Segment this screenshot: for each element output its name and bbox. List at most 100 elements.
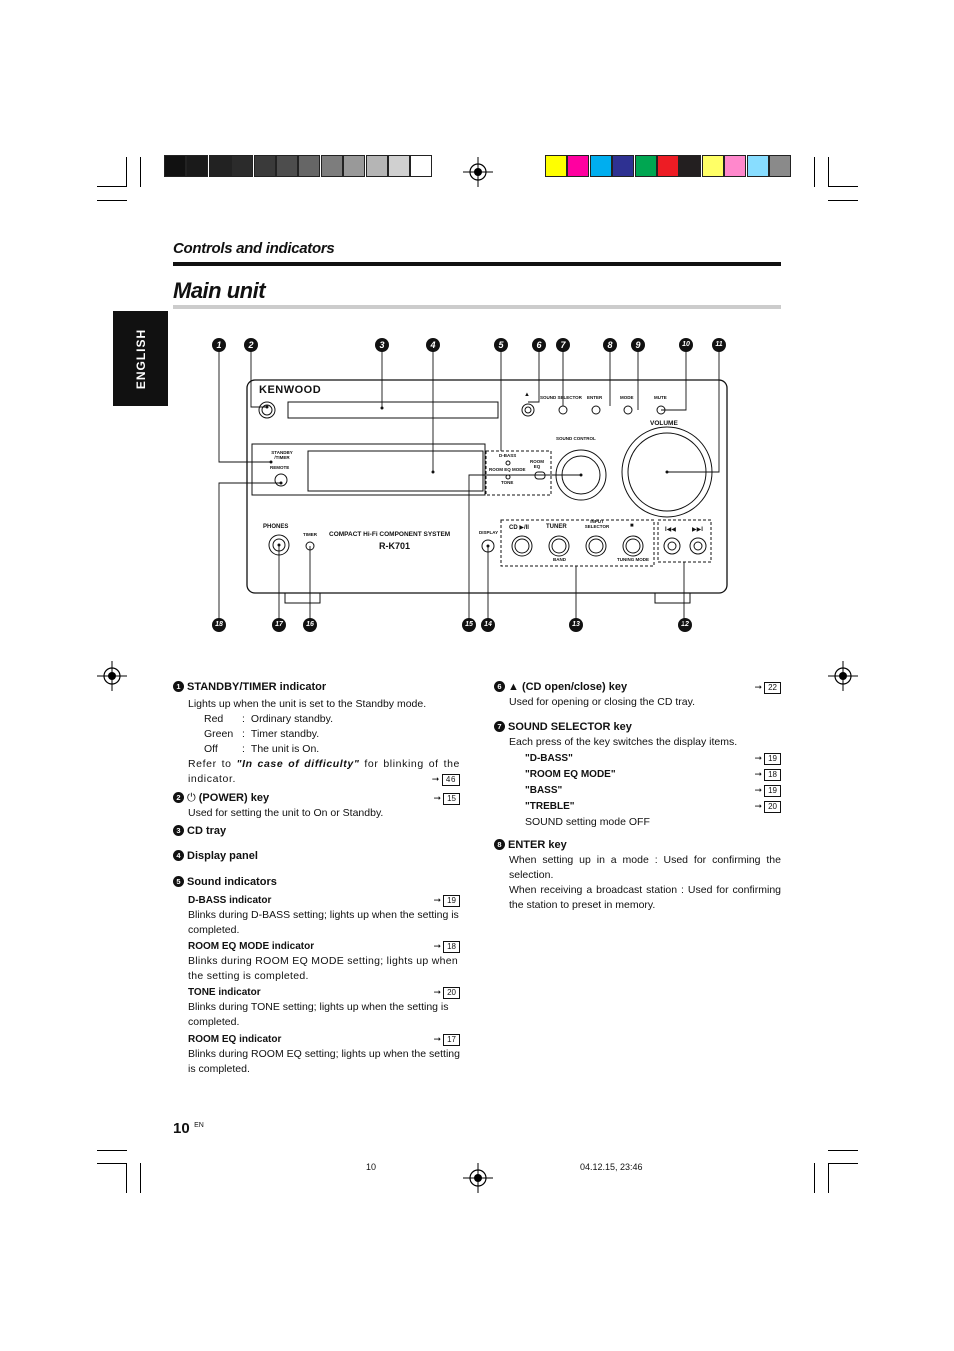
label-room-eq: ROOM EQ: [530, 459, 544, 469]
gray-swatch: [388, 155, 410, 177]
label-room-eq-mode: ROOM EQ MODE: [489, 467, 526, 472]
callout-5: 5: [494, 338, 508, 352]
label-volume: VOLUME: [650, 420, 678, 427]
label-timer: TIMER: [303, 532, 317, 537]
label-prev: I◀◀: [665, 527, 676, 533]
right-column: 6▲ (CD open/close) key ➞22 Used for open…: [494, 680, 781, 913]
callout-2: 2: [244, 338, 258, 352]
callout-4: 4: [426, 338, 440, 352]
label-model-name: COMPACT Hi-Fi COMPONENT SYSTEM: [329, 531, 451, 538]
sub-room-eq-mode-desc: Blinks during ROOM EQ MODE setting; ligh…: [188, 955, 459, 982]
language-tab: ENGLISH: [113, 311, 168, 406]
color-swatch: [545, 155, 567, 177]
sub-d-bass-desc: Blinks during D-BASS setting; lights up …: [188, 909, 459, 936]
header-rule: [173, 262, 781, 266]
label-remote: REMOTE: [270, 465, 290, 470]
sub-tone-desc: Blinks during TONE setting; lights up wh…: [188, 1001, 449, 1028]
label-stop: ■: [630, 523, 634, 529]
callout-8: 8: [603, 338, 617, 352]
option-treble: "TREBLE"➞20: [525, 799, 781, 814]
label-display: DISPLAY: [479, 530, 499, 535]
sub-d-bass: D-BASS indicator➞19: [188, 893, 460, 908]
registration-mark-top: [463, 157, 493, 187]
registration-mark-right: [828, 661, 858, 691]
item-2-heading: 2⏻ (POWER) key ➞15: [173, 791, 460, 806]
page-title: Main unit: [173, 278, 266, 303]
option-off: SOUND setting mode OFF: [525, 816, 650, 828]
label-sound-control: SOUND CONTROL: [556, 436, 596, 441]
sub-tone: TONE indicator➞20: [188, 985, 460, 1000]
item-8-desc-2: When receiving a broadcast station : Use…: [509, 884, 781, 911]
gray-swatch: [276, 155, 298, 177]
item-8-desc-1: When setting up in a mode : Used for con…: [509, 854, 781, 881]
label-mute: MUTE: [654, 395, 667, 400]
color-swatch: [679, 155, 702, 177]
label-tone: TONE: [501, 480, 514, 485]
color-swatch: [724, 155, 747, 177]
color-swatch: [657, 155, 679, 177]
callout-10: 10: [679, 338, 693, 352]
option-bass: "BASS"➞19: [525, 783, 781, 798]
kenwood-logo: KENWOOD: [259, 384, 322, 396]
color-swatch: [746, 155, 769, 177]
label-mode: MODE: [620, 395, 634, 400]
label-tuning-mode: TUNING MODE: [617, 557, 649, 562]
label-enter: ENTER: [587, 395, 603, 400]
section-title: Controls and indicators: [173, 240, 335, 257]
registration-mark-bottom: [463, 1163, 493, 1193]
sound-selector-options: "D-BASS"➞19 "ROOM EQ MODE"➞18 "BASS"➞19 …: [509, 751, 781, 830]
label-tuner: TUNER: [546, 524, 567, 530]
option-d-bass: "D-BASS"➞19: [525, 751, 781, 766]
callout-12: 12: [678, 618, 692, 632]
title-rule: [173, 305, 781, 309]
callout-6: 6: [532, 338, 546, 352]
footer-timestamp: 04.12.15, 23:46: [580, 1162, 643, 1172]
color-swatch: [612, 155, 635, 177]
option-room-eq-mode: "ROOM EQ MODE"➞18: [525, 767, 781, 782]
color-swatch: [589, 155, 612, 177]
sound-indicator-list: D-BASS indicator➞19 Blinks during D-BASS…: [173, 893, 460, 1077]
label-phones: PHONES: [263, 524, 289, 530]
label-eject: ▲: [524, 392, 530, 398]
item-6-desc: Used for opening or closing the CD tray.: [509, 696, 695, 708]
color-swatch: [634, 155, 657, 177]
gray-swatch: [231, 155, 254, 177]
item-1-refer: Refer to "In case of difficulty" for bli…: [188, 758, 460, 786]
callout-11: 11: [712, 338, 726, 352]
item-1-desc: Lights up when the unit is set to the St…: [188, 698, 427, 710]
label-model: R-K701: [379, 541, 411, 551]
main-unit-diagram: [218, 350, 728, 625]
label-d-bass: D-BASS: [499, 453, 517, 458]
gray-swatch: [298, 155, 321, 177]
item-1-states: Red:Ordinary standby. Green:Timer standb…: [204, 713, 334, 755]
registration-mark-left: [97, 661, 127, 691]
color-swatch: [701, 155, 724, 177]
sub-room-eq-desc: Blinks during ROOM EQ setting; lights up…: [188, 1048, 460, 1075]
label-band: BAND: [553, 557, 566, 562]
callout-3: 3: [375, 338, 389, 352]
label-next: ▶▶I: [692, 527, 703, 533]
label-cd-play-pause: CD ▶/II: [509, 525, 529, 531]
callout-1: 1: [212, 338, 226, 352]
gray-swatch: [365, 155, 388, 177]
sub-room-eq-mode: ROOM EQ MODE indicator➞18: [188, 939, 460, 954]
label-sound-selector: SOUND SELECTOR: [540, 395, 582, 400]
gray-swatch: [208, 155, 231, 177]
callout-9: 9: [631, 338, 645, 352]
color-swatch: [769, 155, 791, 177]
callout-7: 7: [556, 338, 570, 352]
gray-swatch: [253, 155, 276, 177]
label-input-selector: INPUT SELECTOR: [584, 519, 610, 529]
footer-page: 10: [366, 1162, 377, 1172]
gray-swatch: [320, 155, 343, 177]
sub-room-eq: ROOM EQ indicator➞17: [188, 1032, 460, 1047]
gray-swatch: [186, 155, 209, 177]
item-2-desc: Used for setting the unit to On or Stand…: [188, 807, 384, 819]
color-swatch: [567, 155, 590, 177]
